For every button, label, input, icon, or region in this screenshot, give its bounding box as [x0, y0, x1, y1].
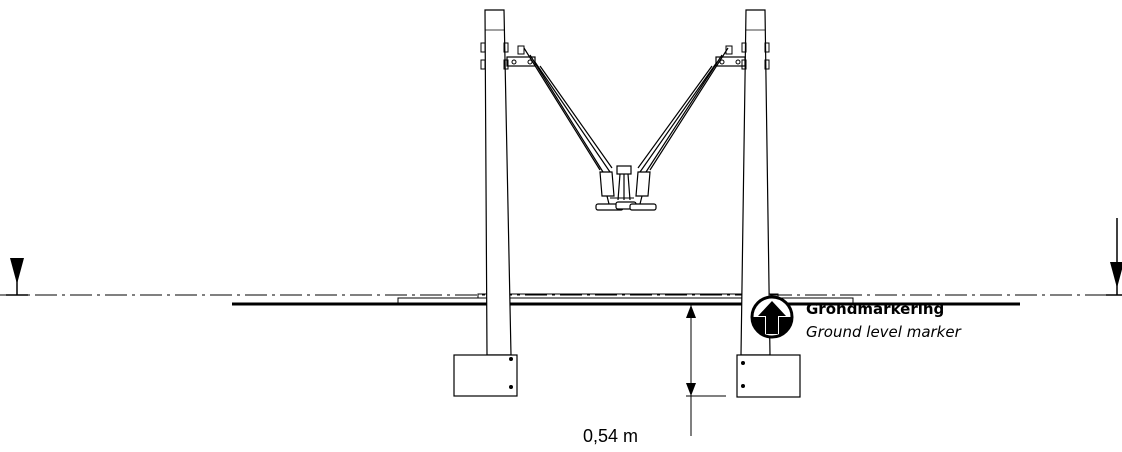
level-arrow-right: [1106, 218, 1122, 296]
left-hanger: [506, 45, 615, 205]
ground-marker-icon: [750, 295, 794, 339]
ground-marker-label-nl: Grondmarkering: [806, 300, 944, 318]
depth-dimension: [686, 304, 726, 436]
level-arrow-left: [6, 258, 28, 296]
ground-marker-label-en: Ground level marker: [806, 323, 962, 341]
depth-dimension-label: 0,54 m: [583, 426, 638, 446]
right-foundation: [736, 354, 801, 398]
swing-seats: [595, 165, 657, 211]
ground-surface: [232, 293, 1020, 306]
right-hanger: [635, 45, 746, 205]
left-foundation: [453, 354, 518, 397]
